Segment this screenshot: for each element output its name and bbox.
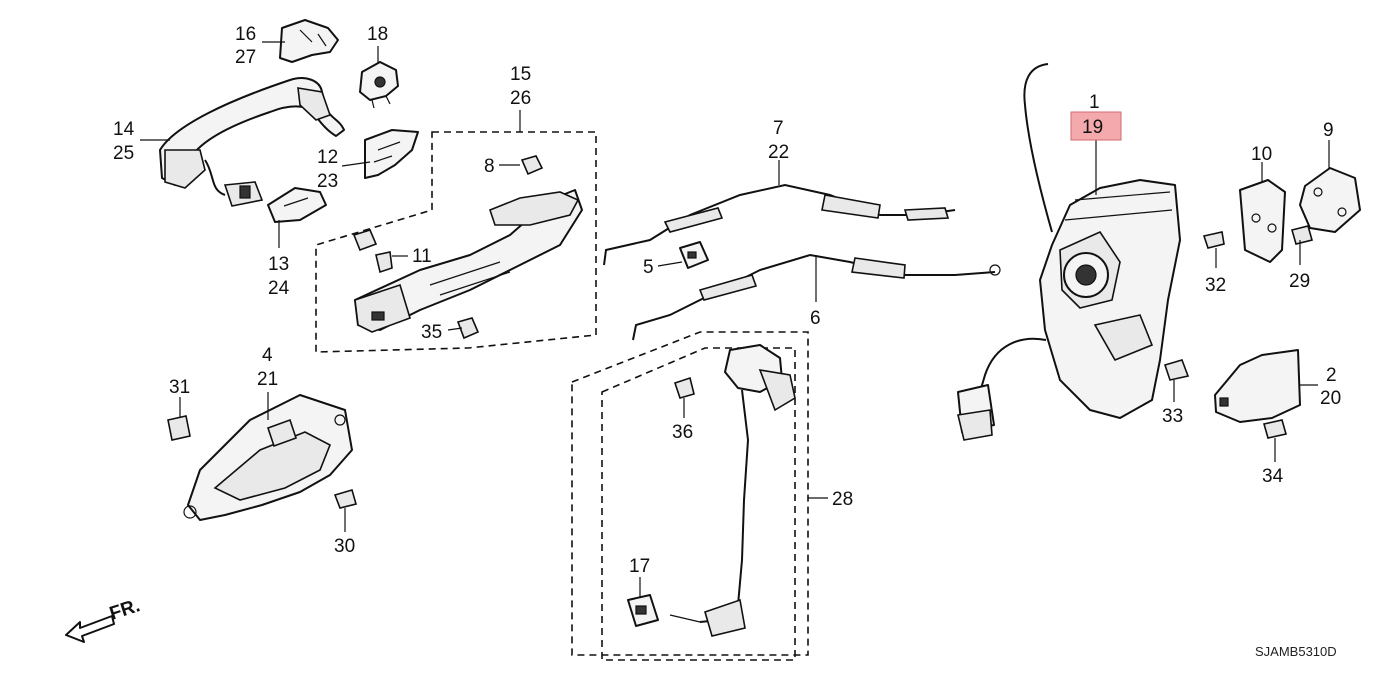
callout-32: 32	[1205, 275, 1226, 296]
callout-4: 4	[262, 345, 273, 366]
screw-32-part	[1202, 231, 1225, 249]
cable-lower-part	[632, 253, 1001, 341]
callout-9: 9	[1323, 120, 1334, 141]
callout-8: 8	[484, 156, 495, 177]
callout-1: 1	[1089, 92, 1100, 113]
screw-33-part	[1163, 359, 1190, 381]
bolt-11-part	[352, 229, 393, 274]
callout-23: 23	[317, 171, 338, 192]
clip-17-part	[627, 594, 659, 627]
callout-30: 30	[334, 536, 355, 557]
screw-29-part	[1291, 225, 1313, 245]
callout-31: 31	[169, 377, 190, 398]
clip-36-part	[673, 376, 695, 399]
callout-27: 27	[235, 47, 256, 68]
callout-7: 7	[773, 118, 784, 139]
callout-12: 12	[317, 147, 338, 168]
nut-35-part	[456, 317, 480, 340]
callout-11: 11	[412, 246, 432, 267]
callout-19: 19	[1082, 117, 1103, 138]
callout-22: 22	[768, 142, 789, 163]
callout-36: 36	[672, 422, 693, 443]
handle-frame-group	[315, 131, 597, 353]
inside-handle-part	[183, 394, 353, 521]
callout-14: 14	[113, 119, 135, 140]
handle-gasket-part	[364, 129, 419, 179]
front-direction-arrow: FR.	[65, 595, 143, 643]
lock-rod-frame-group	[571, 331, 809, 661]
cable-upper-part	[603, 183, 956, 266]
callout-20: 20	[1320, 388, 1341, 409]
callout-6: 6	[810, 308, 821, 329]
callout-5: 5	[643, 257, 654, 278]
callout-2: 2	[1326, 365, 1337, 386]
outside-handle-part	[159, 77, 345, 207]
callout-15: 15	[510, 64, 531, 85]
handle-protector-part	[267, 187, 327, 223]
cable-clip-5-part	[679, 241, 709, 269]
callout-35: 35	[421, 322, 442, 343]
callout-33: 33	[1162, 406, 1183, 427]
nut-8-part	[520, 155, 544, 176]
latch-cover-part	[1214, 349, 1301, 423]
callout-34: 34	[1262, 466, 1284, 487]
callout-28: 28	[832, 489, 853, 510]
key-cylinder-part	[359, 61, 399, 109]
diagram-code: SJAMB5310D	[1255, 644, 1337, 659]
clip-31-part	[167, 415, 191, 441]
handle-cap-part	[279, 19, 339, 63]
callout-18: 18	[367, 24, 388, 45]
highlight-box-19	[1070, 111, 1122, 141]
door-lock-actuator-part	[957, 63, 1181, 441]
striker-cover-part	[1239, 179, 1286, 263]
callout-24: 24	[268, 278, 290, 299]
callout-25: 25	[113, 143, 134, 164]
leader-lines	[140, 41, 1330, 598]
striker-part	[1299, 167, 1361, 233]
callout-13: 13	[268, 254, 289, 275]
callout-21: 21	[257, 369, 278, 390]
callout-16: 16	[235, 24, 256, 45]
callout-29: 29	[1289, 271, 1310, 292]
front-arrow-label: FR.	[107, 595, 143, 624]
screw-30-part	[333, 489, 357, 509]
callout-17: 17	[629, 556, 650, 577]
screw-34-part	[1262, 419, 1288, 439]
callout-labels: 16 27 18 15 26 14 25 12 23 8 11 13 24 35…	[113, 24, 1341, 577]
callout-26: 26	[510, 88, 531, 109]
callout-10: 10	[1251, 144, 1272, 165]
arrow-left-icon	[65, 615, 115, 643]
